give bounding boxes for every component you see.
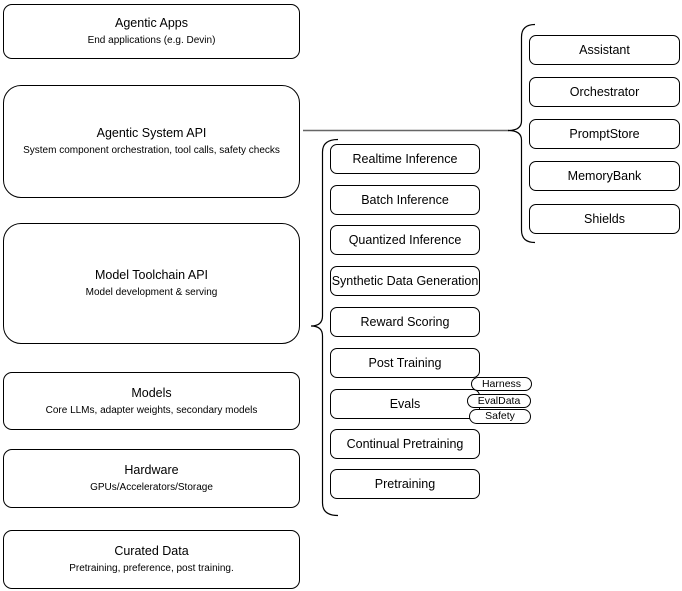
node-label: Evals <box>389 397 421 411</box>
node-label: Realtime Inference <box>352 152 458 166</box>
node-label: Pretraining <box>374 477 436 491</box>
node-label: Shields <box>584 212 625 226</box>
node-realtime-inference: Realtime Inference <box>330 144 480 174</box>
node-orchestrator: Orchestrator <box>529 77 680 107</box>
node-title: Curated Data <box>114 544 189 558</box>
node-memorybank: MemoryBank <box>529 161 680 191</box>
node-label: Continual Pretraining <box>346 437 464 451</box>
node-subtitle: System component orchestration, tool cal… <box>23 145 280 156</box>
node-title: Agentic Apps <box>115 16 188 30</box>
node-label: Synthetic Data Generation <box>331 274 479 288</box>
node-label: Assistant <box>579 43 630 57</box>
node-batch-inference: Batch Inference <box>330 185 480 215</box>
node-title: Hardware <box>124 463 179 477</box>
node-title: Model Toolchain API <box>94 268 209 282</box>
node-subtitle: GPUs/Accelerators/Storage <box>90 482 213 493</box>
node-continual-pretraining: Continual Pretraining <box>330 429 480 459</box>
node-post-training: Post Training <box>330 348 480 378</box>
node-label: Batch Inference <box>361 193 449 207</box>
pill-safety: Safety <box>469 409 531 424</box>
node-subtitle: Core LLMs, adapter weights, secondary mo… <box>45 404 258 416</box>
node-reward-scoring: Reward Scoring <box>330 307 480 337</box>
node-pretraining: Pretraining <box>330 469 480 499</box>
node-title: Agentic System API <box>96 126 207 140</box>
node-label: Reward Scoring <box>360 315 450 329</box>
node-curated-data: Curated Data Pretraining, preference, po… <box>3 530 300 589</box>
node-promptstore: PromptStore <box>529 119 680 149</box>
node-hardware: Hardware GPUs/Accelerators/Storage <box>3 449 300 508</box>
node-label: Post Training <box>368 356 442 370</box>
node-assistant: Assistant <box>529 35 680 65</box>
node-agentic-apps: Agentic Apps End applications (e.g. Devi… <box>3 4 300 59</box>
node-shields: Shields <box>529 204 680 234</box>
node-label: PromptStore <box>569 127 640 141</box>
node-label: Quantized Inference <box>348 233 462 247</box>
node-model-toolchain-api: Model Toolchain API Model development & … <box>3 223 300 344</box>
node-subtitle: Pretraining, preference, post training. <box>69 563 234 574</box>
node-subtitle: End applications (e.g. Devin) <box>87 35 216 46</box>
node-agentic-system-api: Agentic System API System component orch… <box>3 85 300 198</box>
node-subtitle: Model development & serving <box>85 287 218 298</box>
node-quantized-inference: Quantized Inference <box>330 225 480 255</box>
node-models: Models Core LLMs, adapter weights, secon… <box>3 372 300 430</box>
node-evals: Evals <box>330 389 480 419</box>
node-title: Models <box>131 385 172 400</box>
node-synthetic-data-generation: Synthetic Data Generation <box>330 266 480 296</box>
pill-harness: Harness <box>471 377 532 391</box>
pill-evaldata: EvalData <box>467 394 531 408</box>
node-label: MemoryBank <box>567 169 642 183</box>
node-label: Orchestrator <box>569 85 640 99</box>
